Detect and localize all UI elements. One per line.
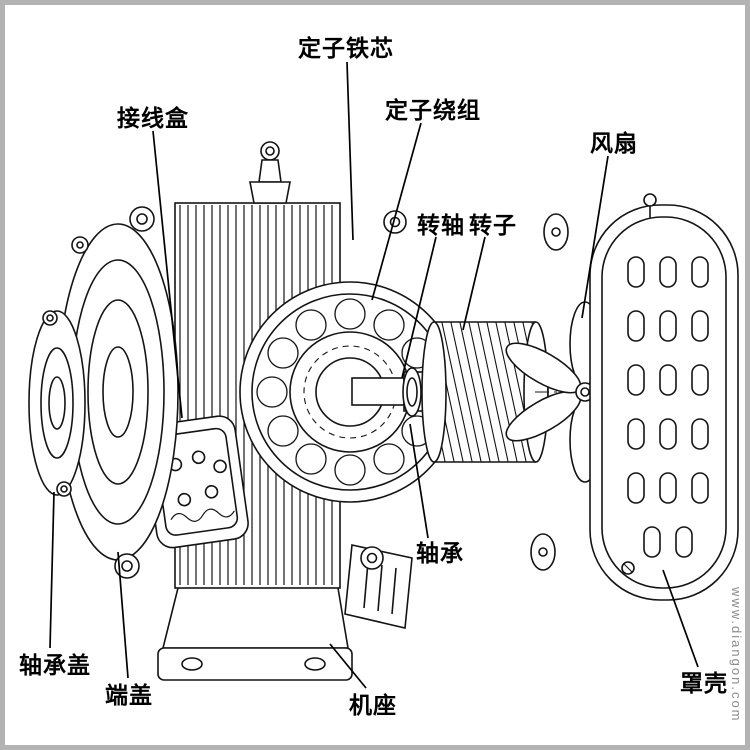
stator-core-face	[239, 210, 461, 570]
label-end-cover: 端盖	[105, 682, 153, 708]
label-stator-core: 定子铁芯	[298, 35, 394, 61]
label-stator-winding: 定子绕组	[385, 97, 481, 123]
cover-shell	[589, 193, 739, 601]
eye-bolt	[249, 141, 291, 204]
bearing-cover	[28, 310, 86, 497]
frame-base	[157, 544, 413, 681]
label-bearing: 轴承	[416, 540, 464, 566]
label-rotor: 转子	[469, 212, 517, 238]
leader-lines	[49, 61, 699, 689]
label-junction-box: 接线盒	[117, 105, 189, 131]
label-frame: 机座	[349, 692, 397, 718]
watermark: www.diangon.com	[729, 586, 744, 723]
label-bearing-cover: 轴承盖	[19, 652, 91, 678]
end-cover	[57, 206, 179, 579]
label-cover-shell: 罩壳	[680, 670, 728, 696]
label-shaft: 转轴	[417, 212, 465, 238]
bearing	[402, 367, 422, 417]
shell-vents	[627, 256, 709, 558]
label-fan: 风扇	[590, 130, 638, 156]
